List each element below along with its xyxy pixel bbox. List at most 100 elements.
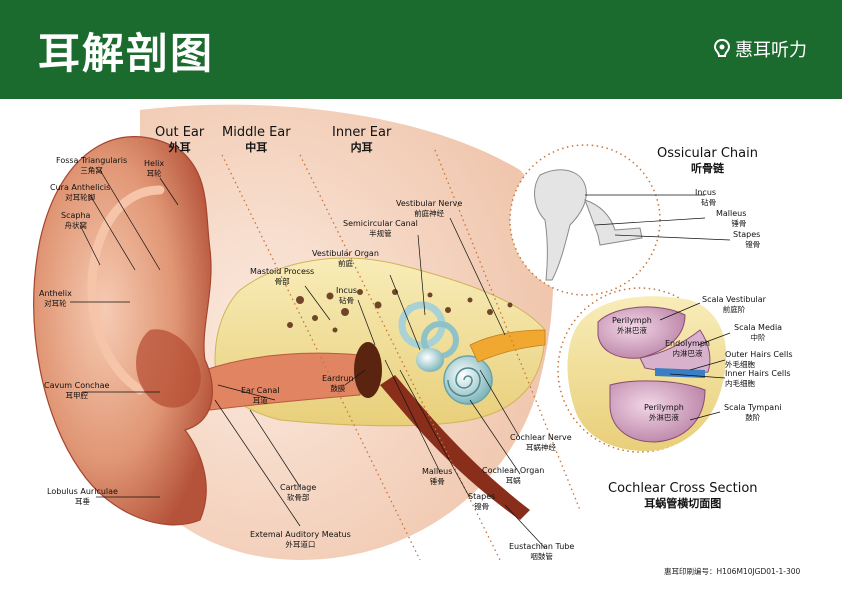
- label-scala-tympani: Scala Tympani 鼓阶: [724, 403, 782, 423]
- label-endolymph-en: Endolymph: [665, 339, 710, 348]
- label-scala-vestibular-zh: 前庭阶: [722, 305, 746, 314]
- label-cura-zh: 对耳轮脚: [65, 193, 96, 202]
- label-perilymph-bottom-zh: 外淋巴液: [648, 413, 679, 422]
- brand-logo-icon: [713, 38, 731, 57]
- label-mastoid-process: Mastoid Process 骨部: [250, 267, 314, 287]
- section-inner-ear-zh: 内耳: [350, 141, 373, 154]
- label-cartilage-zh: 软骨部: [286, 493, 310, 502]
- label-perilymph-top: Perilymph 外淋巴液: [612, 316, 652, 336]
- label-cura-anthelicis: Cura Anthelicis 对耳轮脚: [50, 183, 110, 203]
- scala-vestibuli: [597, 306, 686, 359]
- label-eardrum-zh: 鼓膜: [330, 384, 346, 393]
- label-endolymph: Endolymph 内淋巴液: [665, 339, 710, 359]
- label-lobulus-auriculae: Lobulus Auriculae 耳垂: [47, 487, 118, 507]
- ossicular-chain-inset: [509, 144, 661, 296]
- label-perilymph-top-en: Perilymph: [612, 316, 652, 325]
- diagram-area: Out Ear 外耳 Middle Ear 中耳 Inner Ear 内耳 Os…: [0, 99, 842, 595]
- print-code: 惠耳印刷编号：H106M10JGD01-1-300: [664, 567, 801, 576]
- label-helix: Helix 耳轮: [144, 159, 164, 179]
- section-cochlear-cross-en: Cochlear Cross Section: [608, 481, 758, 496]
- eustachian-tube: [380, 375, 530, 520]
- label-scala-tympani-zh: 鼓阶: [745, 413, 761, 422]
- ossicle-bones: [534, 169, 643, 281]
- label-external-auditory-meatus: Extemal Auditory Meatus 外耳道口: [250, 530, 351, 550]
- label-earcanal-en: Ear Canal: [241, 386, 280, 395]
- label-anthelix-en: Anthelix: [39, 289, 72, 298]
- label-oc-incus-en: Incus: [695, 188, 717, 197]
- label-cochlear-nerve: Cochlear Nerve 耳蜗神经: [510, 433, 572, 453]
- label-outer-hair-en: Outer Hairs Cells: [725, 350, 793, 359]
- label-vestibular-nerve: Vestibular Nerve 前庭神经: [396, 199, 462, 219]
- label-oc-incus-zh: 砧骨: [701, 198, 717, 207]
- section-ossicular-chain: Ossicular Chain 听骨链: [657, 146, 758, 176]
- label-eustachian-tube: Eustachian Tube 咽鼓管: [509, 542, 574, 562]
- scala-tympani: [609, 380, 706, 443]
- label-eustachian-en: Eustachian Tube: [509, 542, 575, 551]
- label-perilymph-bottom: Perilymph 外淋巴液: [644, 403, 684, 423]
- label-semicircular-zh: 半规管: [369, 229, 392, 238]
- label-semicircular-canal: Semicircular Canal 半规管: [343, 219, 418, 239]
- label-eardrum: Eardrun 鼓膜: [322, 374, 354, 394]
- label-eustachian-zh: 咽鼓管: [530, 552, 553, 561]
- label-scala-media-en: Scala Media: [734, 323, 783, 332]
- leader-lines: [70, 169, 731, 549]
- section-outer-ear-en: Out Ear: [155, 125, 205, 140]
- brand: 惠耳听力: [713, 36, 807, 62]
- label-fossa-zh: 三角窝: [80, 166, 103, 175]
- anthelix-ridge: [87, 185, 165, 395]
- label-vestibular-nerve-en: Vestibular Nerve: [396, 199, 463, 208]
- pinna: [33, 136, 213, 526]
- label-anthelix: Anthelix 对耳轮: [39, 289, 72, 309]
- section-ossicular-chain-zh: 听骨链: [690, 162, 724, 175]
- label-scala-tympani-en: Scala Tympani: [724, 403, 782, 412]
- ear-anatomy-illustration: [33, 104, 731, 561]
- ear-canal: [204, 352, 361, 411]
- section-middle-ear-zh: 中耳: [245, 141, 268, 154]
- label-oc-stapes-en: Stapes: [733, 230, 761, 239]
- section-cochlear-cross-zh: 耳蜗管横切面图: [644, 497, 722, 510]
- label-cochlear-nerve-zh: 耳蜗神经: [525, 443, 556, 452]
- label-scapha-zh: 舟状窝: [64, 221, 87, 230]
- label-lobulus-en: Lobulus Auriculae: [47, 487, 118, 496]
- label-stapes: Stapes 镫骨: [468, 492, 495, 512]
- label-helix-zh: 耳轮: [146, 169, 162, 178]
- eardrum: [354, 342, 382, 398]
- label-stapes-zh: 镫骨: [474, 502, 490, 511]
- section-cochlear-cross: Cochlear Cross Section 耳蜗管横切面图: [608, 481, 758, 511]
- label-cavum-en: Cavum Conchae: [44, 381, 110, 390]
- label-fossa-triangularis: Fossa Triangularis 三角窝: [56, 156, 127, 176]
- label-oc-malleus-zh: 锤骨: [731, 219, 747, 228]
- label-scala-vestibular: Scala Vestibular 前庭阶: [702, 295, 766, 315]
- label-oc-malleus: Malleus 锤骨: [716, 209, 746, 229]
- label-oc-malleus-en: Malleus: [716, 209, 747, 218]
- label-anthelix-zh: 对耳轮: [44, 299, 67, 308]
- label-cochlear-organ-zh: 耳蜗: [505, 476, 521, 485]
- label-scala-vestibular-en: Scala Vestibular: [702, 295, 766, 304]
- label-incus: Incus 砧骨: [336, 286, 357, 306]
- label-cochlear-nerve-en: Cochlear Nerve: [510, 433, 572, 442]
- label-ear-canal: Ear Canal 耳道: [241, 386, 279, 406]
- section-ossicular-chain-en: Ossicular Chain: [657, 146, 758, 161]
- section-outer-ear-zh: 外耳: [168, 141, 191, 154]
- section-middle-ear: Middle Ear 中耳: [222, 125, 291, 155]
- header-bar: 耳解剖图 惠耳听力: [0, 0, 842, 99]
- label-inner-hair-en: Inner Hairs Cells: [725, 369, 791, 378]
- label-external-en: Extemal Auditory Meatus: [250, 530, 351, 539]
- label-cochlear-organ: Cochlear Organ 耳蜗: [482, 466, 544, 486]
- label-vestibular-organ: Vestibular Organ 前庭: [312, 249, 379, 269]
- label-earcanal-zh: 耳道: [252, 396, 268, 405]
- label-fossa-en: Fossa Triangularis: [56, 156, 128, 165]
- label-semicircular-en: Semicircular Canal: [343, 219, 418, 228]
- vestibule: [416, 348, 444, 372]
- label-malleus-en: Malleus: [422, 467, 453, 476]
- section-inner-ear: Inner Ear 内耳: [332, 125, 391, 155]
- label-cartilage: Cartilage 软骨部: [280, 483, 316, 503]
- label-external-zh: 外耳道口: [285, 540, 316, 549]
- section-inner-ear-en: Inner Ear: [332, 125, 392, 140]
- label-malleus-zh: 锤骨: [429, 477, 445, 486]
- label-oc-stapes: Stapes 镫骨: [733, 230, 760, 250]
- label-inner-hairs-cells: Inner Hairs Cells 内毛细胞: [725, 369, 791, 389]
- page-title: 耳解剖图: [38, 29, 215, 78]
- label-cochlear-organ-en: Cochlear Organ: [482, 466, 545, 475]
- concha: [136, 329, 201, 408]
